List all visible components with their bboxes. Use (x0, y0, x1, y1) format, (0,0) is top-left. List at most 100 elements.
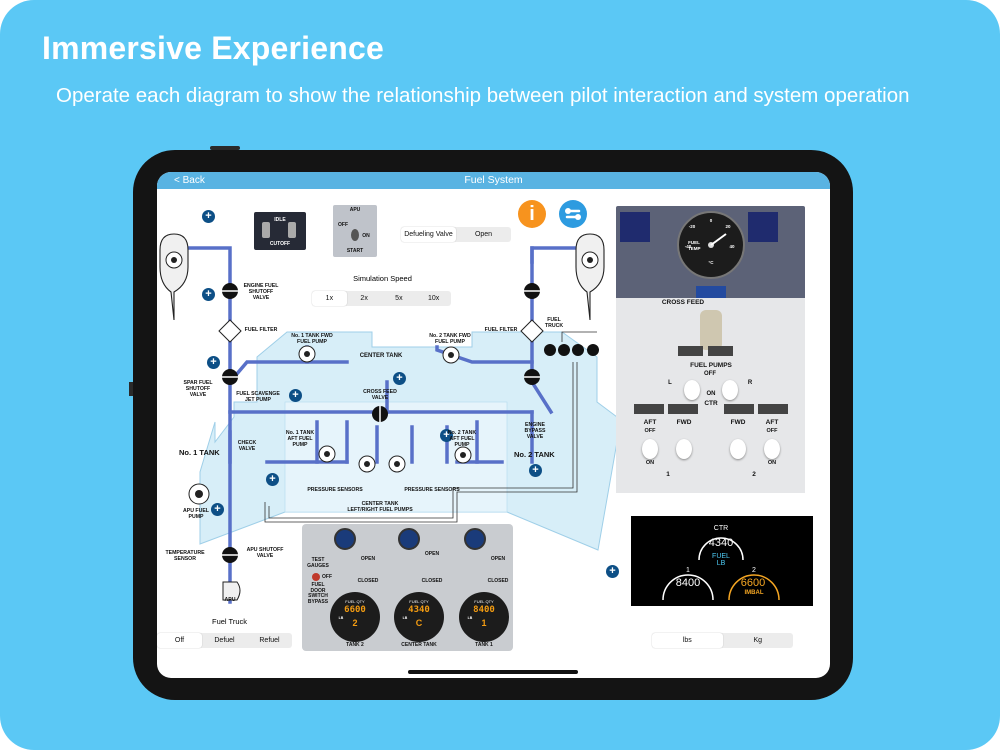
truck-refuel[interactable]: Refuel (259, 637, 280, 644)
apu-unit (222, 581, 241, 601)
label-fuel-filter-left: FUEL FILTER (244, 327, 278, 333)
ctr-label: CTR (704, 400, 718, 407)
gauge-tick: 20 (725, 224, 731, 229)
expand-plus-button[interactable]: + (202, 210, 215, 223)
fuel-quantity-panel: TEST GAUGES OFF FUEL DOOR SWITCH BYPASS … (302, 524, 513, 651)
engine-right (575, 233, 605, 321)
defueling-valve-control[interactable]: Defueling Valve Open (401, 227, 511, 242)
expand-plus-button[interactable]: + (289, 389, 302, 402)
right-tank-num: 2 (752, 567, 756, 574)
gauge-unit: °C (708, 260, 714, 265)
aft-label-2: AFT (765, 419, 779, 426)
test-gauges-label: TEST GAUGES (307, 557, 329, 569)
truck-defuel[interactable]: Defuel (214, 637, 235, 644)
expand-plus-button[interactable]: + (529, 464, 542, 477)
fuel-temp-gauge (677, 211, 745, 279)
gauge-label: FUEL TEMP (688, 240, 701, 251)
pump-group-1-label: 1 (666, 471, 670, 478)
fwd-pump-1-switch[interactable] (676, 439, 692, 459)
speed-1x[interactable]: 1x (312, 291, 347, 306)
closed-label: CLOSED (487, 578, 509, 584)
defueling-valve-label: Defueling Valve (401, 227, 456, 242)
nav-title: Fuel System (464, 174, 523, 186)
nav-bar: < Back Fuel System (157, 172, 830, 189)
fwd-pump-2-switch[interactable] (730, 439, 746, 459)
apu-on-label: ON (362, 233, 370, 239)
expand-plus-button[interactable]: + (266, 473, 279, 486)
label-fuel-filter-right: FUEL FILTER (484, 327, 518, 333)
units-control[interactable]: lbs Kg (652, 633, 793, 648)
off-label: OFF (644, 428, 656, 434)
off-label: OFF (766, 428, 778, 434)
expand-plus-button[interactable]: + (211, 503, 224, 516)
sim-speed-title: Simulation Speed (353, 274, 412, 283)
speed-2x[interactable]: 2x (360, 295, 368, 302)
units-kg[interactable]: Kg (753, 637, 763, 644)
left-tank-quantity: 8400 (675, 577, 701, 589)
expand-plus-button[interactable]: + (202, 288, 215, 301)
closed-label: CLOSED (421, 578, 443, 584)
right-tank-quantity: 6600 (740, 577, 766, 589)
test-gauges-switch[interactable] (312, 573, 320, 581)
aft-pump-2-switch[interactable] (764, 439, 780, 459)
fuel-pumps-title: FUEL PUMPS (690, 362, 732, 369)
aft-pump-1-switch[interactable] (642, 439, 658, 459)
center-tank-label: CENTER TANK (401, 642, 437, 648)
home-indicator (408, 670, 578, 674)
label-spar-valve: SPAR FUEL SHUTOFF VALVE (183, 380, 213, 398)
ctr-quantity: 4340 (708, 537, 734, 549)
pump-group-2-label: 2 (752, 471, 756, 478)
apu-off-label: OFF (338, 222, 348, 228)
label-temperature-sensor: TEMPERATURE SENSOR (165, 550, 205, 562)
tank2-label: TANK 2 (346, 642, 364, 648)
aft-label-1: AFT (643, 419, 657, 426)
back-button[interactable]: < Back (174, 175, 205, 186)
sim-speed-control[interactable]: 1x 2x 5x 10x (312, 291, 451, 306)
info-button[interactable]: i (518, 200, 546, 228)
ctr-r-label: R (747, 380, 753, 386)
on-label: ON (767, 460, 777, 466)
speed-5x[interactable]: 5x (395, 295, 403, 302)
label-tank1-fwd-pump: No. 1 TANK FWD FUEL PUMP (291, 333, 333, 345)
label-engine-bypass: ENGINE BYPASS VALVE (524, 422, 546, 440)
defueling-valve-open[interactable]: Open (474, 231, 493, 238)
apu-start-label: START (346, 248, 364, 254)
label-no2-tank: No. 2 TANK (514, 450, 555, 459)
label-pressure-sensors-left: PRESSURE SENSORS (307, 487, 363, 493)
left-tank-num: 1 (686, 567, 690, 574)
ctr-pump-right-switch[interactable] (722, 380, 738, 400)
low-pressure-light (708, 346, 733, 356)
gauge-tick: 40 (729, 244, 735, 249)
label-engine-fuel-shutoff: ENGINE FUEL SHUTOFF VALVE (243, 283, 279, 301)
fuel-truck-control[interactable]: Off Defuel Refuel (157, 633, 292, 648)
apu-switch-panel[interactable]: APU OFF ON START (333, 205, 377, 257)
fuel-qty-gauge-tank1: FUEL QTY 8400 LB 1 (459, 592, 509, 642)
crossfeed-selector[interactable] (700, 310, 722, 350)
open-label: OPEN (360, 556, 376, 562)
tank1-label: TANK 1 (475, 642, 493, 648)
expand-plus-button[interactable]: + (440, 429, 453, 442)
engine-start-lever-panel[interactable]: IDLE CUTOFF (254, 212, 306, 250)
gauge-tick: 0 (709, 218, 713, 223)
headline: Immersive Experience (42, 30, 384, 66)
overhead-fuel-panel: FUEL TEMP °C -20 0 20 -40 40 CROSS FEED … (616, 206, 805, 493)
fuel-label: FUEL (712, 553, 730, 560)
label-crossfeed-valve: CROSS FEED VALVE (363, 389, 397, 401)
label-tank2-aft-pump: No. 2 TANK AFT FUEL PUMP (447, 430, 477, 448)
label-apu-shutoff: APU SHUTOFF VALVE (246, 547, 284, 559)
units-lbs[interactable]: lbs (652, 633, 723, 648)
gauge-tick: -20 (688, 224, 696, 229)
indicator-light (398, 528, 420, 550)
fuel-qty-gauge-tank2: FUEL QTY 6600 LB 2 (330, 592, 380, 642)
on-label: ON (645, 460, 655, 466)
schematic-button[interactable] (559, 200, 587, 228)
speed-10x[interactable]: 10x (427, 295, 440, 302)
truck-off[interactable]: Off (157, 633, 202, 648)
ctr-pump-left-switch[interactable] (684, 380, 700, 400)
expand-plus-button[interactable]: + (393, 372, 406, 385)
engine-left (159, 233, 189, 321)
lb-label: LB (716, 560, 726, 567)
expand-plus-button[interactable]: + (207, 356, 220, 369)
expand-plus-button[interactable]: + (606, 565, 619, 578)
